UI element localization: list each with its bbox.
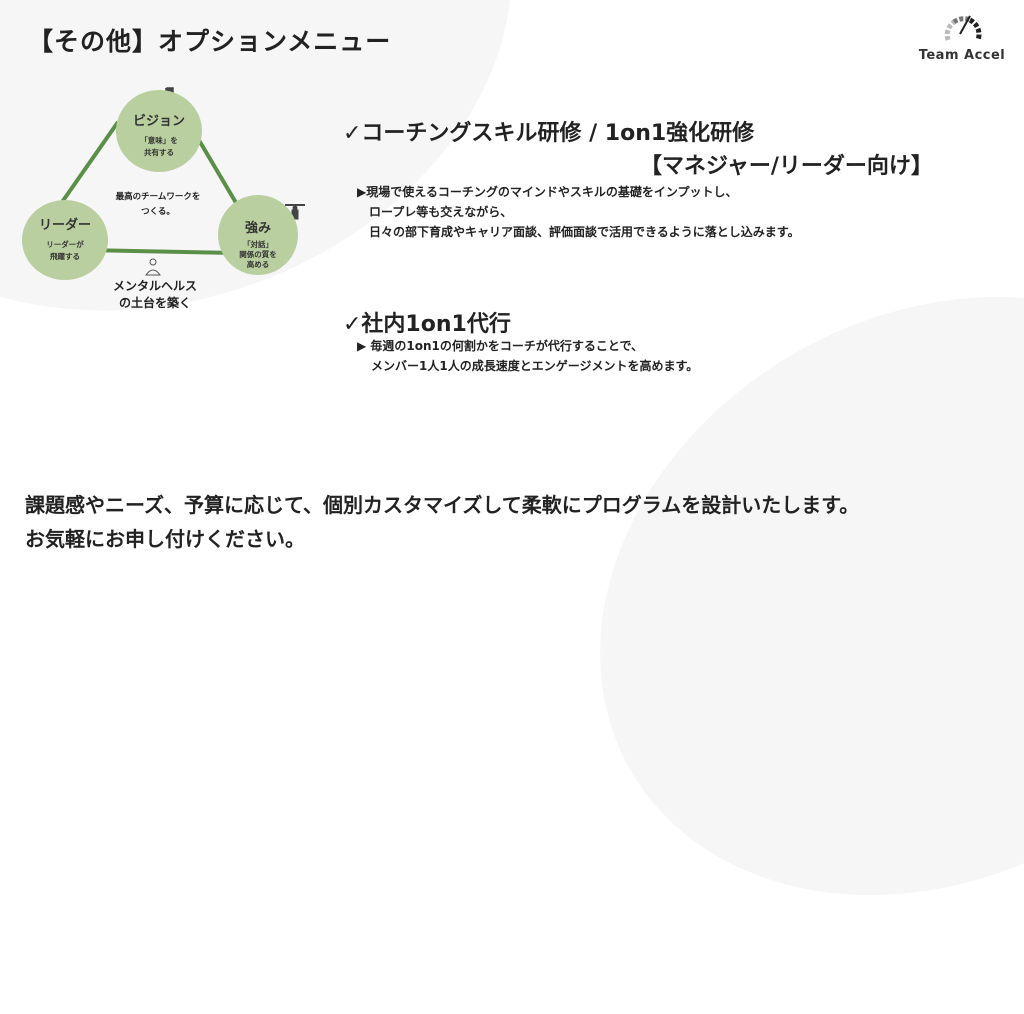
background-shape [490,178,1024,1014]
weightlifter-icon [285,204,305,220]
strength-sub: 高める [246,260,270,269]
strength-circle: 強み 「対話」関係の質を高める [218,195,298,275]
menu-subheading-coaching: 【マネジャー/リーダー向け】 [640,154,933,179]
leader-sub: 飛躍する [50,252,80,261]
closing-message: 課題感やニーズ、予算に応じて、個別カスタマイズして柔軟にプログラムを設計いたしま… [25,493,860,551]
strength-sub: 関係の質を [239,250,277,259]
logo-text: Team Accel [918,48,1006,63]
menu-heading-1on1: ✓社内1on1代行 [343,312,511,337]
leader-circle: リーダー リーダーが飛躍する [22,200,108,280]
meditation-icon [145,258,161,276]
teamwork-text: 最高のチームワークをつくる。 [115,192,201,217]
leader-label: リーダー [38,218,91,233]
menu-heading-coaching: ✓コーチングスキル研修 / 1on1強化研修 [343,121,755,146]
logo: Team Accel [914,10,1010,63]
leader-sub: リーダーが [46,240,84,249]
mental-health-text: メンタルヘルスの土台を築く [112,279,197,310]
strength-sub: 「対話」 [243,240,273,249]
speedometer-icon [944,15,982,41]
vision-circle: ビジョン 「意味」を共有する [116,90,202,172]
vision-sub: 「意味」を [140,136,178,145]
page-title: 【その他】オプションメニュー [28,27,392,56]
menu-description-1on1: ▶ 毎週の1on1の何割かをコーチが代行することで、 メンバー1人1人の成長速度… [357,339,699,373]
vision-label: ビジョン [132,114,185,129]
vision-sub: 共有する [144,148,174,157]
menu-description-coaching: ▶現場で使えるコーチングのマインドやスキルの基礎をインプットし、 ロープレ等も交… [357,185,800,239]
strength-label: 強み [244,221,271,236]
